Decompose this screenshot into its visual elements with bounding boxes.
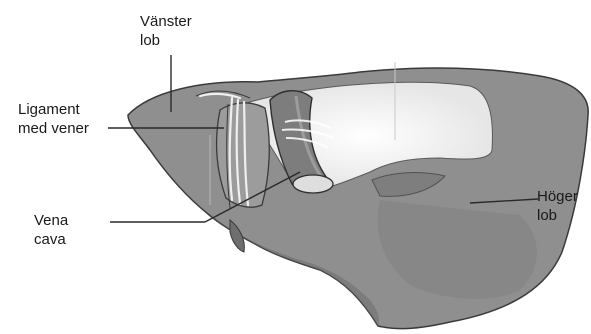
label-right-lobe-line1: Höger — [537, 187, 578, 206]
label-left-lobe-line1: Vänster — [140, 12, 192, 31]
label-left-lobe-line2: lob — [140, 31, 192, 50]
label-left-lobe: Vänster lob — [140, 12, 192, 50]
label-ligament-line2: med vener — [18, 119, 89, 138]
label-right-lobe: Höger lob — [537, 187, 578, 225]
label-vena-cava-line1: Vena — [34, 211, 68, 230]
label-vena-cava: Vena cava — [34, 211, 68, 249]
label-vena-cava-line2: cava — [34, 230, 68, 249]
label-right-lobe-line2: lob — [537, 206, 578, 225]
vena-cava-opening — [293, 175, 333, 193]
label-ligament: Ligament med vener — [18, 100, 89, 138]
label-ligament-line1: Ligament — [18, 100, 89, 119]
